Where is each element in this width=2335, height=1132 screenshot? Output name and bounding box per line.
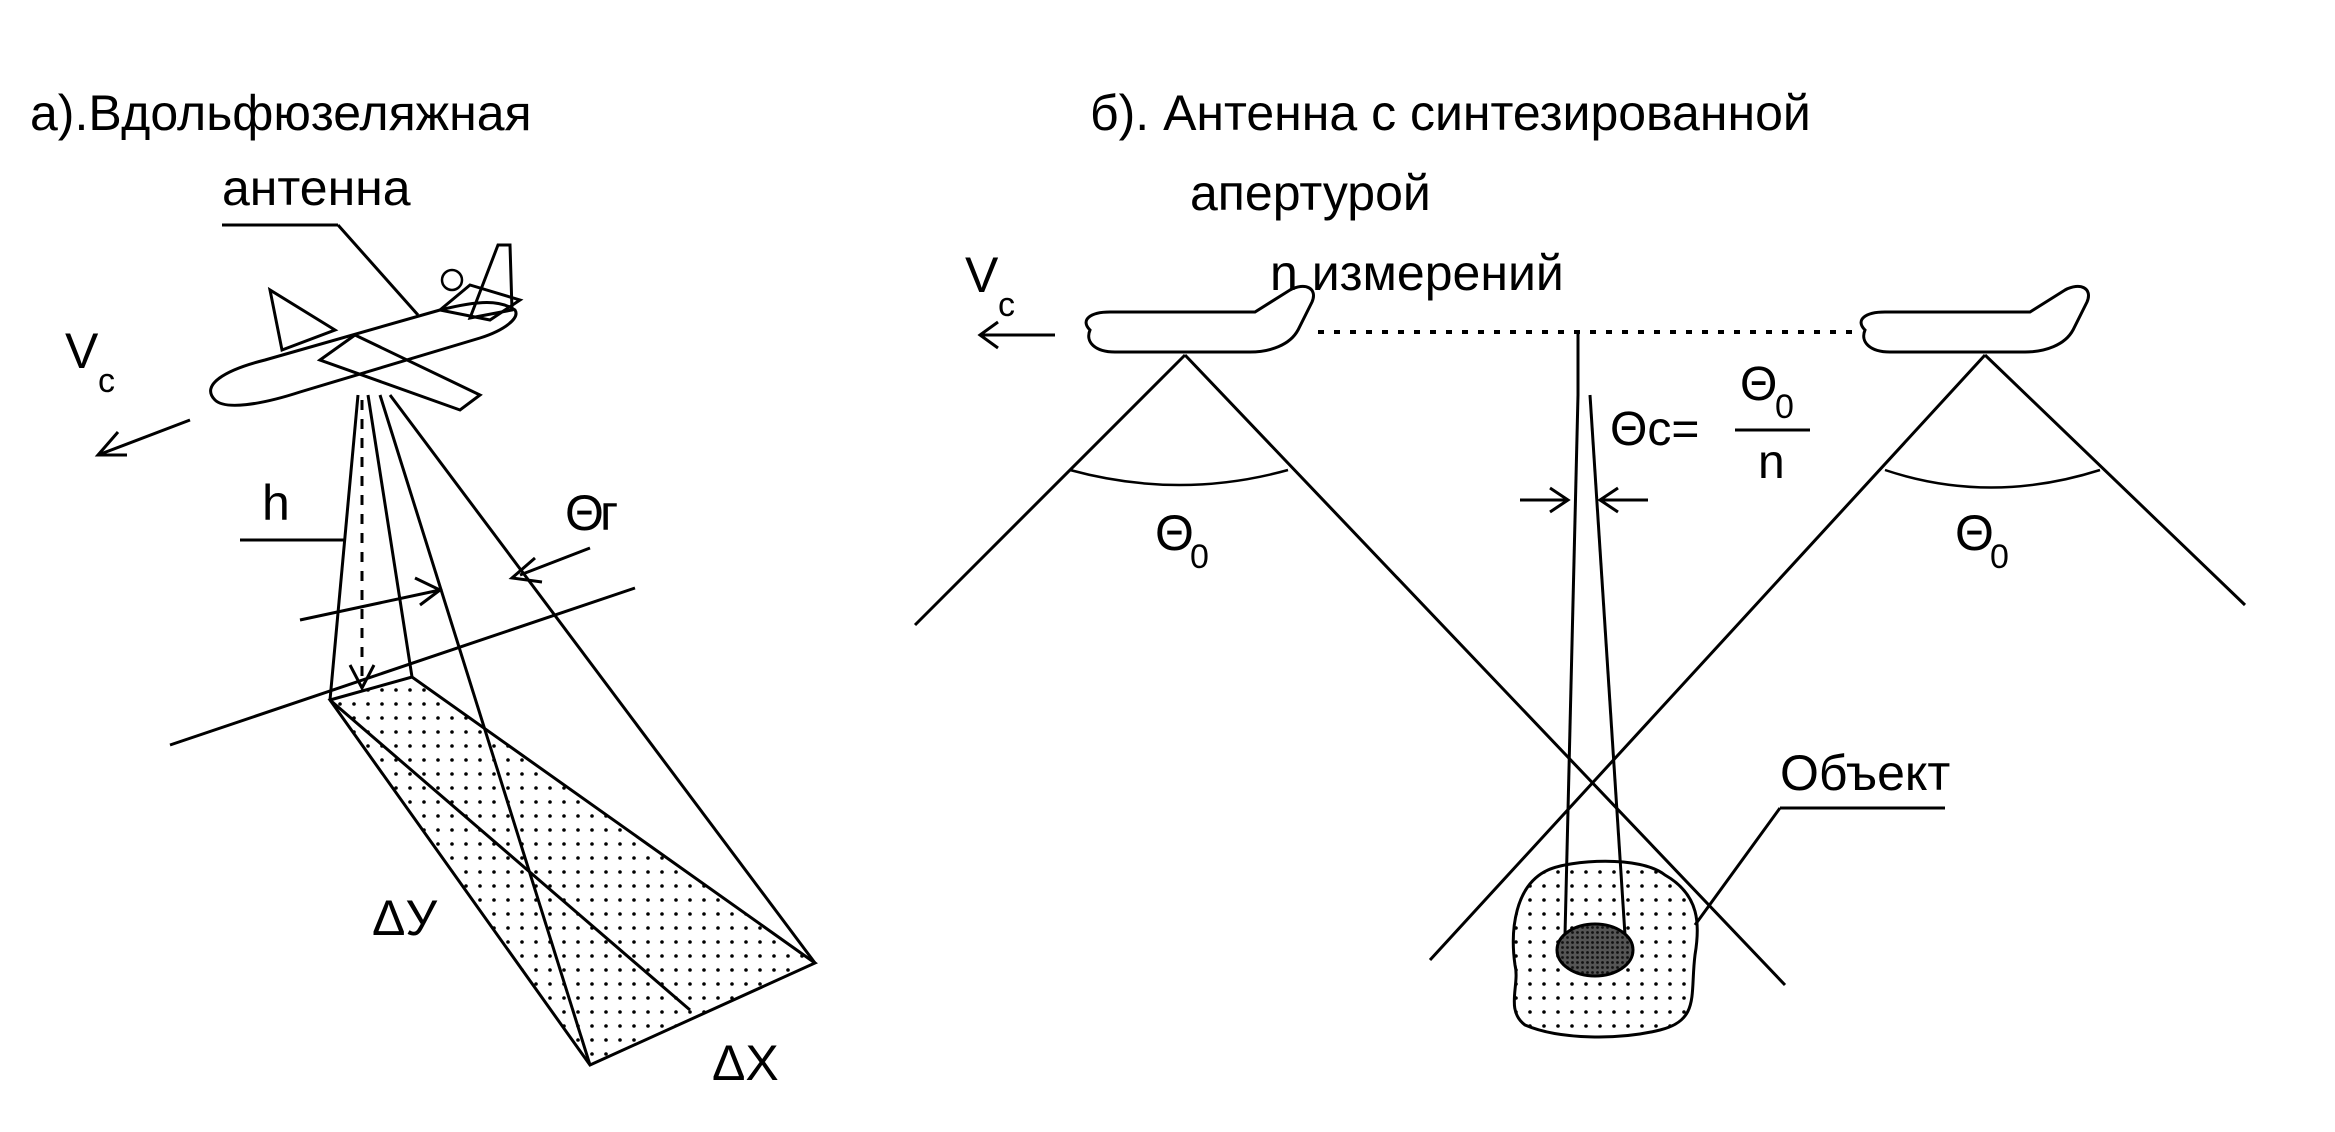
thetac-numerator: Θ: [1740, 358, 1777, 411]
object-leader-line: [1693, 807, 1782, 926]
engine: [440, 268, 464, 292]
panel-b-title-line2: апертурой: [1190, 165, 1431, 221]
left-beam-edge-1: [913, 353, 1187, 627]
right-theta0-arc: [1884, 468, 2101, 489]
height-arrowhead: [348, 664, 376, 692]
far-wing: [267, 286, 339, 353]
theta-g-arrowhead: [508, 556, 543, 584]
delta-x-label: ΔX: [712, 1035, 779, 1091]
aircraft-oblique: [209, 243, 524, 412]
aircraft-right-body: [1859, 285, 2090, 354]
thetac-lhs: Θc=: [1610, 403, 1699, 456]
beam-line-3: [378, 394, 592, 1066]
left-theta0-subscript: 0: [1190, 538, 1209, 576]
measurements-label: n измерений: [1270, 245, 1564, 301]
beam-line-4: [388, 394, 817, 964]
panel-b: б). Антенна с синтезированной апертурой …: [913, 85, 2247, 1039]
beamwidth-arrowhead: [414, 576, 443, 607]
right-theta0-symbol: Θ: [1955, 505, 1994, 561]
thetac-numerator-subscript: 0: [1775, 388, 1794, 426]
panel-a-velocity-symbol: V: [65, 323, 99, 379]
antenna-callout-label: антенна: [222, 160, 411, 216]
beamwidth-arrow: [299, 588, 441, 622]
panel-a-velocity-subscript: c: [98, 362, 115, 400]
near-wing: [316, 333, 483, 412]
panel-b-velocity-arrowhead: [977, 320, 999, 350]
panel-a-velocity-arrow: [97, 418, 191, 457]
synth-beam-right: [1588, 394, 1627, 936]
theta-g-arrow: [519, 546, 591, 577]
aircraft-left: [1084, 285, 1315, 354]
panel-b-velocity-symbol: V: [965, 247, 999, 303]
left-beam-edge-2: [1183, 353, 1787, 987]
aircraft-left-body: [1084, 285, 1315, 354]
ground-line: [169, 586, 636, 747]
thetac-arrowhead-right: [1597, 486, 1619, 514]
left-theta0-symbol: Θ: [1155, 505, 1194, 561]
beam-line-1: [328, 394, 360, 701]
left-theta0-arc: [1069, 468, 1289, 487]
tail-fin: [467, 243, 514, 320]
object-label: Объект: [1780, 745, 1950, 801]
synth-beam-left: [1563, 394, 1580, 936]
right-beam-edge-2: [1983, 353, 2247, 607]
panel-a-velocity-arrowhead: [94, 431, 127, 457]
fuselage: [209, 301, 518, 407]
thetac-denominator: n: [1758, 436, 1785, 489]
delta-y-label: ΔУ: [372, 890, 437, 946]
callout-leader-line: [336, 224, 420, 316]
right-theta0-subscript: 0: [1990, 538, 2009, 576]
right-beam-edge-1: [1428, 353, 1987, 962]
aircraft-right: [1859, 285, 2090, 354]
ground-footprint: [330, 677, 815, 1065]
tail-plane: [436, 283, 524, 322]
theta-g-subscript: г: [600, 485, 618, 541]
theta-g-symbol: Θ: [565, 485, 604, 541]
panel-b-title-line1: б). Антенна с синтезированной: [1090, 85, 1811, 141]
panel-a: а).Вдольфюзеляжная антенна V c: [30, 85, 818, 1091]
beam-line-2: [366, 394, 414, 678]
panel-a-title: а).Вдольфюзеляжная: [30, 85, 532, 141]
panel-b-velocity-subscript: c: [998, 286, 1015, 324]
height-label: h: [262, 475, 290, 531]
thetac-arrowhead-left: [1549, 486, 1571, 514]
object-resolution-cell: [1555, 922, 1635, 978]
beam-diagonal: [329, 698, 691, 1012]
